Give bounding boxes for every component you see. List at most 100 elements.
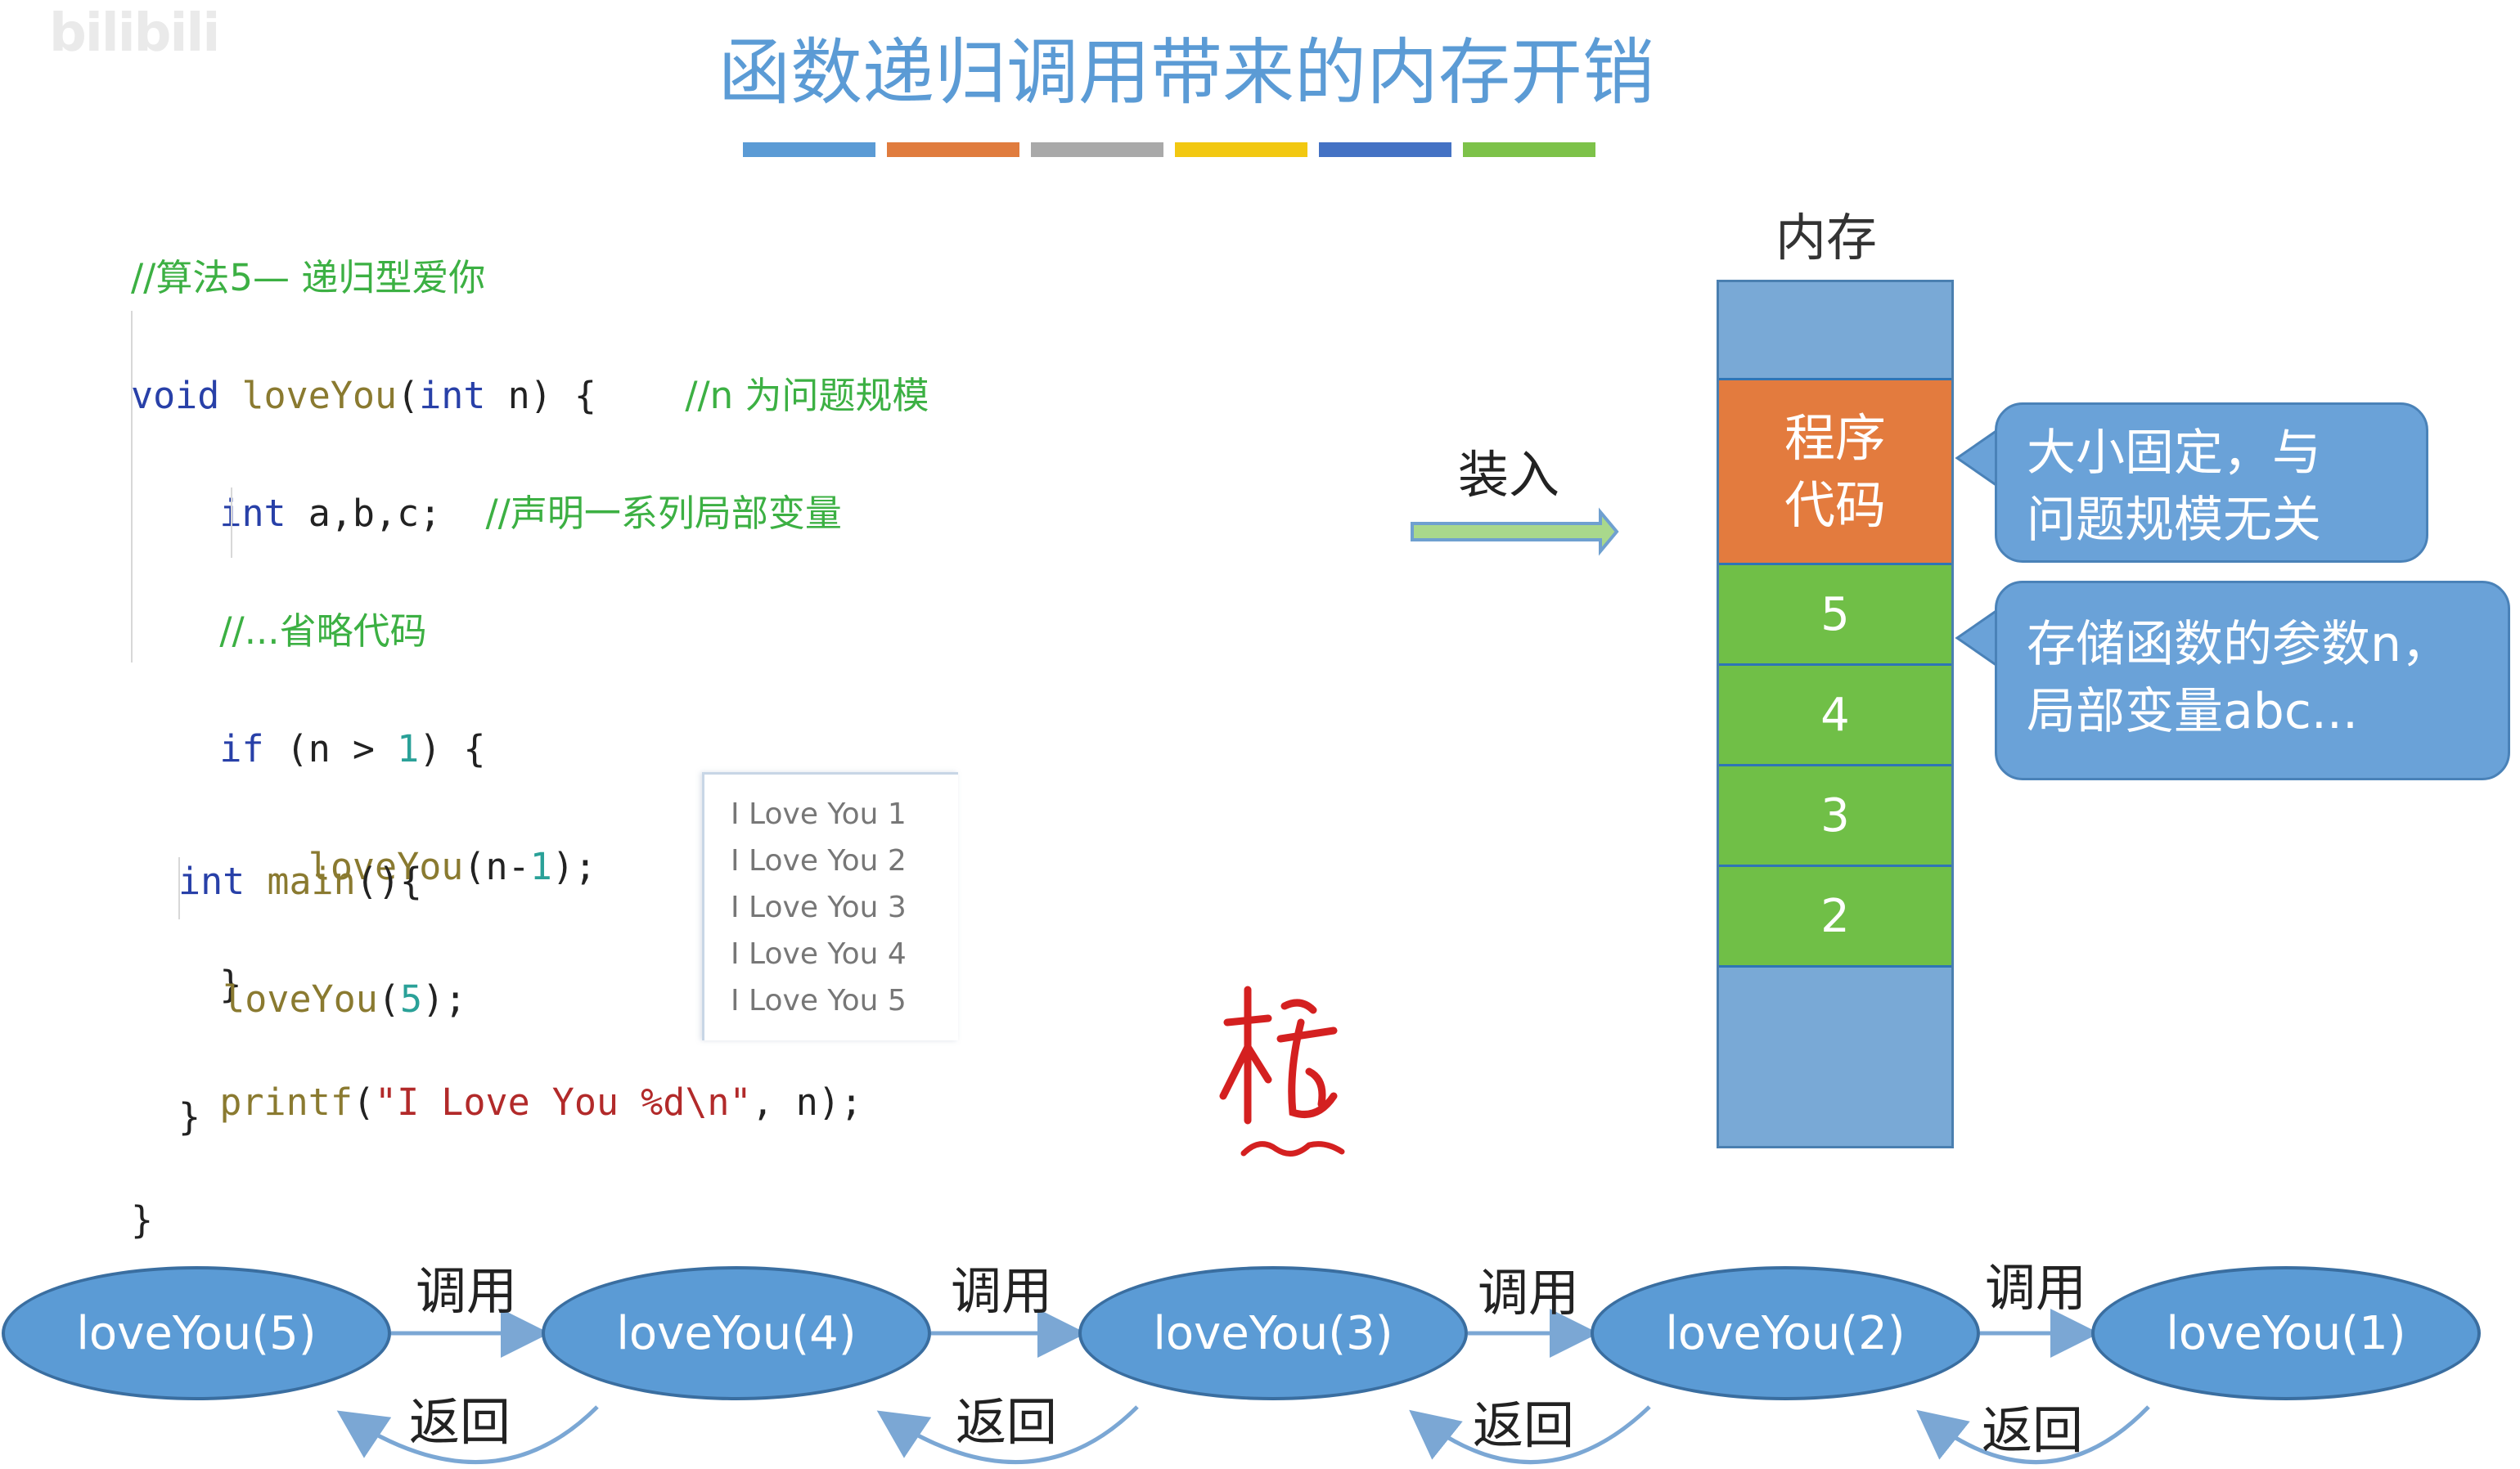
code-text: ); [551, 845, 596, 888]
code-text: n) { [485, 374, 596, 417]
slide-title: 函数递归调用带来的内存开销 [718, 30, 1654, 115]
main-line-2: loveYou(5); [178, 970, 466, 1029]
code-text: (){ [355, 860, 423, 903]
callout-text: 存储函数的参数n， [2027, 616, 2451, 673]
stack-frame-4: 4 [1719, 666, 1951, 766]
callout-pointer [1955, 607, 2000, 669]
code-keyword: int [178, 860, 245, 903]
code-function: printf [219, 1080, 353, 1124]
code-line-3: int a,b,c; //声明一系列局部变量 [131, 484, 929, 543]
code-text: ( [397, 374, 420, 417]
callout-text: 大小固定，与 [2027, 425, 2321, 482]
code-keyword: if [219, 727, 264, 770]
code-keyword: void [131, 374, 220, 417]
code-function: main [245, 860, 356, 903]
stack-frame-3: 3 [1719, 766, 1951, 867]
output-line: I Love You 3 [731, 891, 907, 924]
main-line-3: } [178, 1088, 466, 1147]
main-line-1: int main(){ [178, 852, 466, 911]
code-function: loveYou [308, 845, 464, 888]
program-code-label: 代码 [1784, 474, 1886, 535]
code-text: } [178, 1095, 201, 1139]
return-arrow [336, 1405, 599, 1464]
call-label: 调用 [1478, 1263, 1580, 1323]
color-swatch-2 [887, 142, 1019, 157]
color-swatch-1 [743, 142, 875, 157]
output-line: I Love You 1 [731, 797, 907, 831]
callout-fixed-size: 大小固定，与 问题规模无关 [1995, 402, 2428, 563]
memory-bottom-free [1719, 968, 1951, 1146]
frame-label: 5 [1820, 587, 1850, 641]
call-node-label: loveYou(5) [76, 1306, 317, 1360]
frame-label: 3 [1820, 788, 1850, 842]
code-number: 1 [397, 727, 420, 770]
underline-stroke [1240, 1141, 1345, 1157]
output-line: I Love You 4 [731, 937, 907, 971]
call-label: 调用 [416, 1261, 518, 1321]
return-label: 返回 [1473, 1395, 1575, 1455]
call-node-5: loveYou(5) [2, 1266, 391, 1400]
color-swatch-5 [1319, 142, 1451, 157]
return-label: 返回 [409, 1392, 511, 1452]
stack-character-stroke [1219, 986, 1338, 1125]
load-arrow-icon [1411, 507, 1619, 556]
code-line-5: if (n > 1) { [131, 720, 929, 779]
output-line: I Love You 5 [731, 984, 907, 1018]
color-swatch-6 [1463, 142, 1595, 157]
code-function: loveYou [223, 977, 378, 1021]
code-line-7: } [131, 955, 929, 1014]
call-node-2: loveYou(2) [1591, 1266, 1980, 1400]
code-line-2: void loveYou(int n) { //n 为问题规模 [131, 366, 929, 425]
callout-pointer-shape [1955, 427, 2000, 489]
callout-params: 存储函数的参数n， 局部变量abc... [1995, 581, 2510, 780]
code-string: "I Love You %d\n" [375, 1080, 752, 1124]
frame-label: 2 [1820, 889, 1850, 943]
code-number: 1 [529, 845, 552, 888]
code-text: ( [352, 1080, 376, 1124]
call-node-label: loveYou(2) [1665, 1306, 1906, 1360]
console-output: I Love You 1 I Love You 2 I Love You 3 I… [702, 772, 958, 1040]
output-line: I Love You 2 [731, 844, 907, 878]
program-code-label: 程序 [1784, 407, 1886, 468]
handwritten-stack-note [1219, 986, 1345, 1157]
call-node-3: loveYou(3) [1078, 1266, 1468, 1400]
code-text: ); [422, 977, 467, 1021]
code-text: , n); [751, 1080, 863, 1124]
code-line-6: loveYou(n-1); [131, 838, 929, 896]
main-code-block: int main(){ loveYou(5); } [178, 793, 466, 1206]
return-arrow [1409, 1405, 1651, 1465]
code-text: } [131, 1198, 154, 1242]
code-line-9: } [131, 1191, 929, 1250]
code-line-8: printf("I Love You %d\n", n); [131, 1073, 929, 1132]
frame-label: 4 [1820, 688, 1850, 742]
call-node-label: loveYou(4) [616, 1306, 857, 1360]
code-keyword: int [219, 492, 286, 535]
code-comment: //声明一系列局部变量 [485, 492, 842, 535]
code-text: a,b,c; [286, 492, 442, 535]
load-arrow-shape [1411, 507, 1619, 556]
callout-text: 问题规模无关 [2027, 492, 2321, 549]
call-label: 调用 [1985, 1258, 2087, 1318]
program-code-cell: 程序 代码 [1719, 380, 1951, 565]
callout-pointer-shape [1955, 607, 2000, 669]
return-label: 返回 [956, 1392, 1058, 1452]
indent-guide [231, 487, 232, 558]
code-comment: //n 为问题规模 [685, 374, 929, 417]
code-text: ( [377, 977, 400, 1021]
return-arrow [876, 1405, 1139, 1464]
call-node-label: loveYou(1) [2166, 1306, 2406, 1360]
code-text: (n > [263, 727, 398, 770]
code-function: loveYou [241, 374, 398, 417]
memory-top-free [1719, 282, 1951, 380]
memory-label: 内存 [1775, 208, 1878, 267]
call-node-label: loveYou(3) [1153, 1306, 1393, 1360]
callout-text: 局部变量abc... [2027, 683, 2359, 740]
indent-guide [178, 857, 180, 919]
code-text: ) { [419, 727, 486, 770]
code-text: (n- [463, 845, 530, 888]
code-line-1: //算法5— 递归型爱你 [131, 249, 929, 308]
code-keyword: int [419, 374, 486, 417]
call-label: 调用 [951, 1261, 1053, 1321]
color-swatch-3 [1031, 142, 1163, 157]
code-comment: //算法5— 递归型爱你 [131, 256, 486, 299]
